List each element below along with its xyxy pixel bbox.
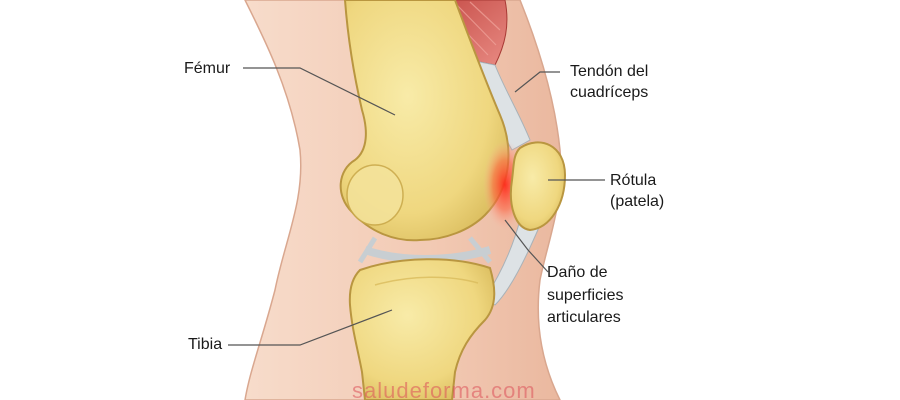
label-damage-line3: articulares (547, 309, 621, 326)
label-patella-line2: (patela) (610, 193, 665, 210)
tibia-bone (348, 258, 496, 400)
label-tibia: Tibia (188, 336, 223, 353)
label-quadriceps-tendon-line1: Tendón del (570, 63, 649, 80)
femur-leader (243, 67, 396, 116)
damage-leader (504, 219, 549, 273)
watermark-logo: saludeforma.com (352, 378, 536, 400)
label-femur: Fémur (184, 60, 231, 77)
patellar-tendon (484, 219, 541, 306)
label-patella-line1: Rótula (610, 172, 657, 189)
label-damage-line2: superficies (547, 287, 624, 304)
tibia-leader (228, 309, 393, 346)
label-damage-line1: Daño de (547, 264, 608, 281)
quadriceps-leader (514, 71, 560, 93)
leader-lines (228, 67, 605, 346)
label-quadriceps-tendon-line2: cuadríceps (570, 84, 649, 101)
patella-bone (509, 141, 567, 232)
